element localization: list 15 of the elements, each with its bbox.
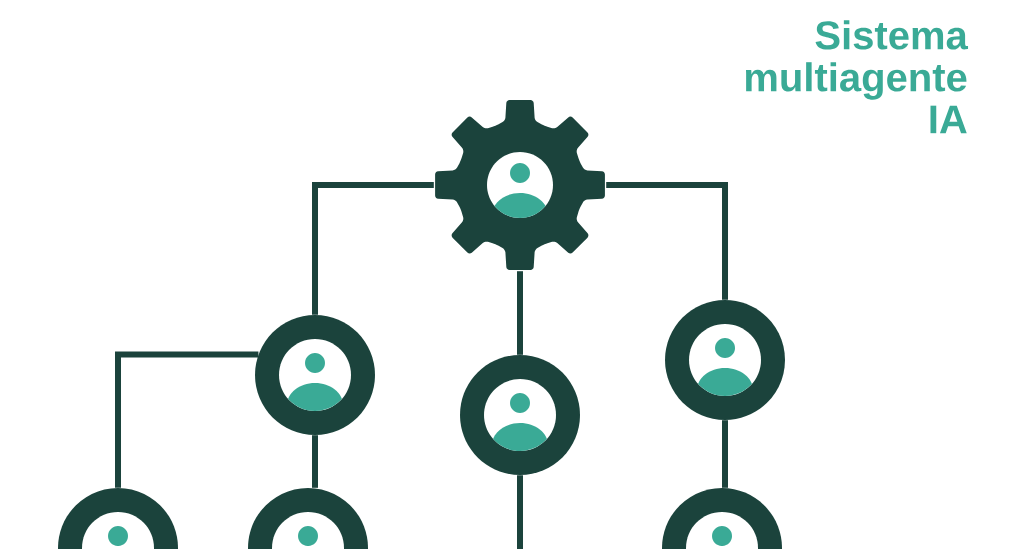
agent-icon	[460, 355, 580, 475]
connector-line	[722, 420, 728, 488]
title: Sistema multiagente IA	[745, 20, 969, 134]
agent-icon	[662, 488, 782, 549]
connector-line	[517, 475, 523, 549]
agent-icon	[665, 300, 785, 420]
gear-icon	[435, 100, 605, 270]
connector-line	[606, 182, 728, 300]
agent-icon	[58, 488, 178, 549]
agent-icon	[248, 488, 368, 549]
connector-line	[517, 271, 523, 355]
agent-icon	[255, 315, 375, 435]
connector-line	[115, 351, 259, 488]
connector-line	[312, 182, 434, 315]
connector-line	[312, 435, 318, 488]
